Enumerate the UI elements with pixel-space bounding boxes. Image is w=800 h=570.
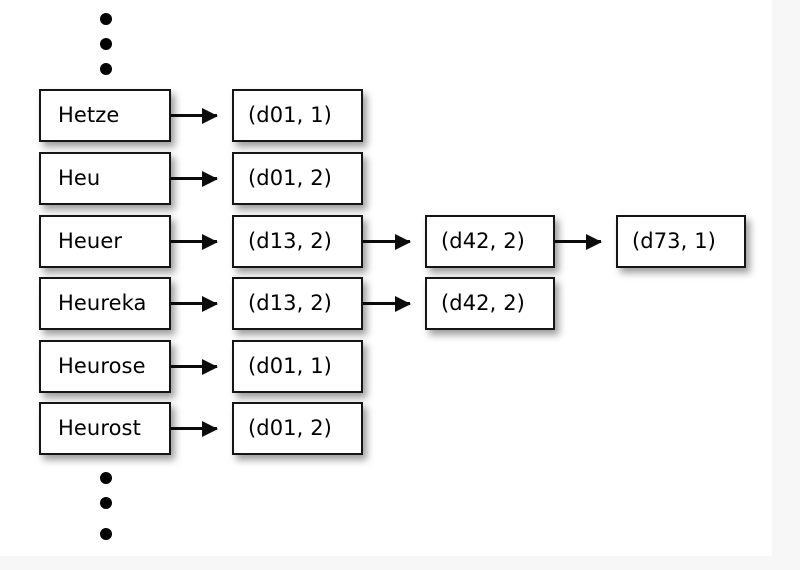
vertical-ellipsis-bottom-dot-2 — [100, 497, 112, 509]
arrow-term-to-posting — [171, 365, 217, 368]
term-box[interactable]: Hetze — [39, 89, 171, 142]
arrow-posting-to-posting — [555, 240, 601, 243]
term-box[interactable]: Heuer — [39, 215, 171, 268]
term-label: Hetze — [58, 103, 120, 127]
term-label: Heuer — [58, 229, 123, 253]
posting-box[interactable]: (d01, 1) — [232, 340, 363, 393]
vertical-ellipsis-top-dot-2 — [100, 38, 112, 50]
arrow-term-to-posting — [171, 177, 217, 180]
posting-label: (d42, 2) — [441, 229, 525, 253]
posting-box[interactable]: (d73, 1) — [616, 215, 746, 268]
arrow-term-to-posting — [171, 427, 217, 430]
term-box[interactable]: Heurose — [39, 340, 171, 393]
posting-label: (d01, 1) — [248, 103, 332, 127]
posting-box[interactable]: (d42, 2) — [425, 215, 555, 268]
vertical-ellipsis-top-dot-3 — [100, 63, 112, 75]
posting-label: (d13, 2) — [248, 229, 332, 253]
vertical-ellipsis-bottom-dot-3 — [100, 528, 112, 540]
vertical-ellipsis-top-dot-1 — [100, 13, 112, 25]
posting-label: (d73, 1) — [632, 229, 716, 253]
term-label: Heureka — [58, 291, 147, 315]
posting-box[interactable]: (d13, 2) — [232, 277, 363, 330]
arrow-posting-to-posting — [363, 240, 410, 243]
arrow-term-to-posting — [171, 302, 217, 305]
arrow-term-to-posting — [171, 114, 217, 117]
posting-box[interactable]: (d01, 2) — [232, 402, 363, 455]
arrow-term-to-posting — [171, 240, 217, 243]
posting-box[interactable]: (d01, 1) — [232, 89, 363, 142]
posting-label: (d01, 2) — [248, 416, 332, 440]
posting-box[interactable]: (d01, 2) — [232, 152, 363, 205]
posting-box[interactable]: (d13, 2) — [232, 215, 363, 268]
term-box[interactable]: Heurost — [39, 402, 171, 455]
term-label: Heurose — [58, 354, 146, 378]
posting-label: (d01, 1) — [248, 354, 332, 378]
posting-label: (d42, 2) — [441, 291, 525, 315]
term-label: Heurost — [58, 416, 141, 440]
term-box[interactable]: Heureka — [39, 277, 171, 330]
term-box[interactable]: Heu — [39, 152, 171, 205]
posting-label: (d01, 2) — [248, 166, 332, 190]
term-label: Heu — [58, 166, 101, 190]
arrow-posting-to-posting — [363, 302, 410, 305]
posting-label: (d13, 2) — [248, 291, 332, 315]
vertical-ellipsis-bottom-dot-1 — [100, 472, 112, 484]
posting-box[interactable]: (d42, 2) — [425, 277, 555, 330]
